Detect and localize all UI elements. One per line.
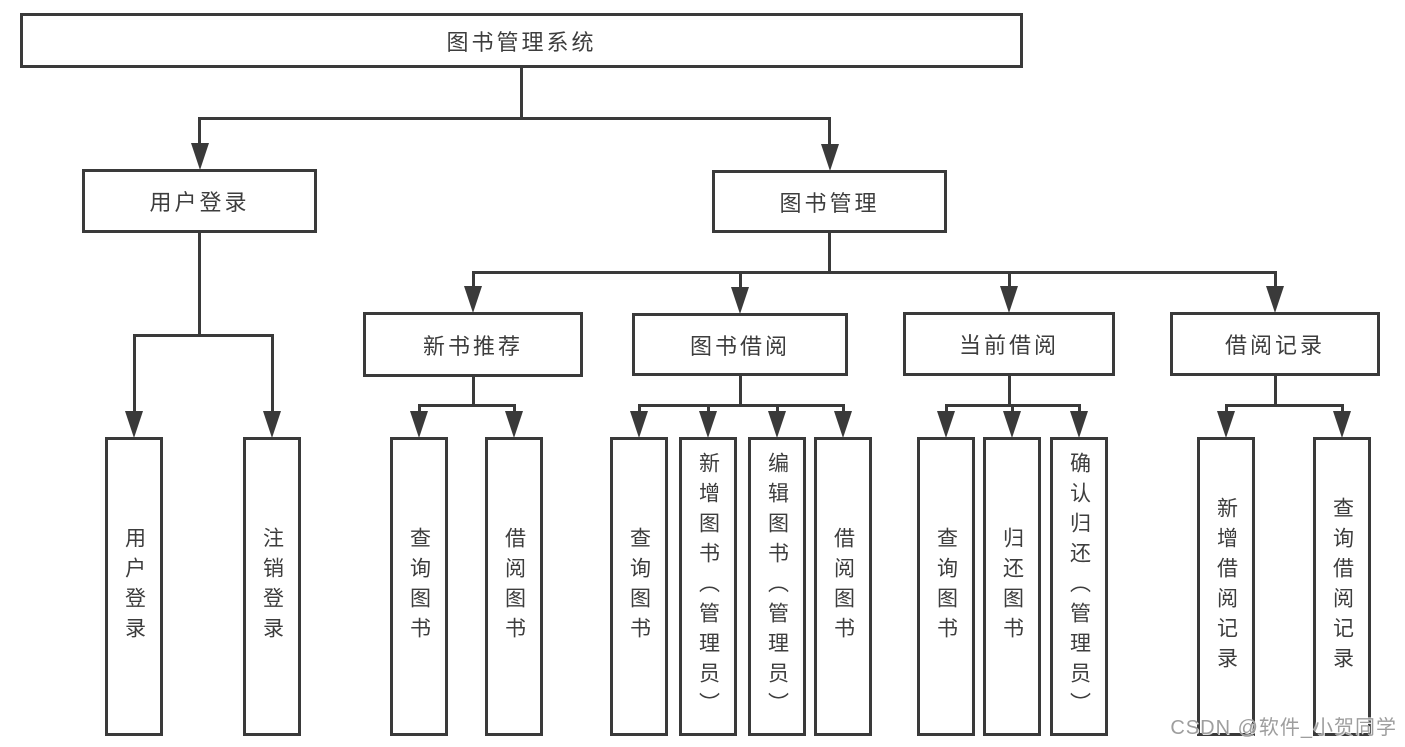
arrowhead-down-icon xyxy=(125,411,143,438)
connector-stem xyxy=(520,68,523,118)
connector-branch xyxy=(132,333,274,337)
arrowhead-down-icon xyxy=(820,144,839,171)
arrowhead-down-icon xyxy=(937,411,955,438)
arrowhead-down-icon xyxy=(834,411,852,438)
node-query-books-borrow: 查询图书 xyxy=(610,437,668,736)
arrowhead-down-icon xyxy=(505,411,523,438)
node-new-book-recommend: 新书推荐 xyxy=(363,312,583,377)
node-root: 图书管理系统 xyxy=(20,13,1023,68)
watermark: CSDN @软件_小贺同学 xyxy=(1170,717,1397,739)
arrowhead-down-icon xyxy=(1266,286,1284,313)
node-user-login-group: 用户登录 xyxy=(82,169,317,233)
connector-drop xyxy=(828,118,831,158)
connector-stem xyxy=(1273,376,1277,405)
node-query-books-recommend: 查询图书 xyxy=(390,437,448,736)
connector-drop xyxy=(132,335,136,425)
node-borrow-books: 借阅图书 xyxy=(814,437,872,736)
connector-drop xyxy=(270,335,274,425)
connector-branch xyxy=(1224,403,1344,407)
arrowhead-down-icon xyxy=(630,411,648,438)
arrowhead-down-icon xyxy=(768,411,786,438)
connector-branch xyxy=(198,116,831,120)
node-logout: 注销登录 xyxy=(243,437,301,736)
connector-stem xyxy=(738,376,742,405)
node-current-borrow: 当前借阅 xyxy=(903,312,1115,376)
arrowhead-down-icon xyxy=(1333,411,1351,438)
connector-stem xyxy=(471,377,475,405)
node-user-login: 用户登录 xyxy=(105,437,163,736)
node-borrow-books-recommend: 借阅图书 xyxy=(485,437,543,736)
node-edit-books-admin: 编辑图书（管理员） xyxy=(748,437,806,736)
connector-branch xyxy=(637,403,845,407)
arrowhead-down-icon xyxy=(1000,286,1018,313)
arrowhead-down-icon xyxy=(731,287,749,314)
node-query-borrow-record: 查询借阅记录 xyxy=(1313,437,1371,736)
connector-branch xyxy=(471,270,1277,274)
node-return-books: 归还图书 xyxy=(983,437,1041,736)
connector-stem xyxy=(828,233,831,272)
arrowhead-down-icon xyxy=(699,411,717,438)
connector-drop xyxy=(738,272,742,301)
node-book-borrow: 图书借阅 xyxy=(632,313,848,376)
arrowhead-down-icon xyxy=(464,286,482,313)
node-book-management: 图书管理 xyxy=(712,170,947,233)
arrowhead-down-icon xyxy=(1003,411,1021,438)
node-borrow-records: 借阅记录 xyxy=(1170,312,1380,376)
connector-stem xyxy=(198,233,201,335)
arrowhead-down-icon xyxy=(190,143,209,170)
node-add-borrow-record: 新增借阅记录 xyxy=(1197,437,1255,736)
connector-drop xyxy=(198,118,201,157)
connector-stem xyxy=(1007,376,1011,405)
arrowhead-down-icon xyxy=(1217,411,1235,438)
arrowhead-down-icon xyxy=(410,411,428,438)
arrowhead-down-icon xyxy=(263,411,281,438)
connector-branch xyxy=(417,403,516,407)
node-confirm-return-admin: 确认归还（管理员） xyxy=(1050,437,1108,736)
node-query-books-current: 查询图书 xyxy=(917,437,975,736)
arrowhead-down-icon xyxy=(1070,411,1088,438)
node-add-books-admin: 新增图书（管理员） xyxy=(679,437,737,736)
